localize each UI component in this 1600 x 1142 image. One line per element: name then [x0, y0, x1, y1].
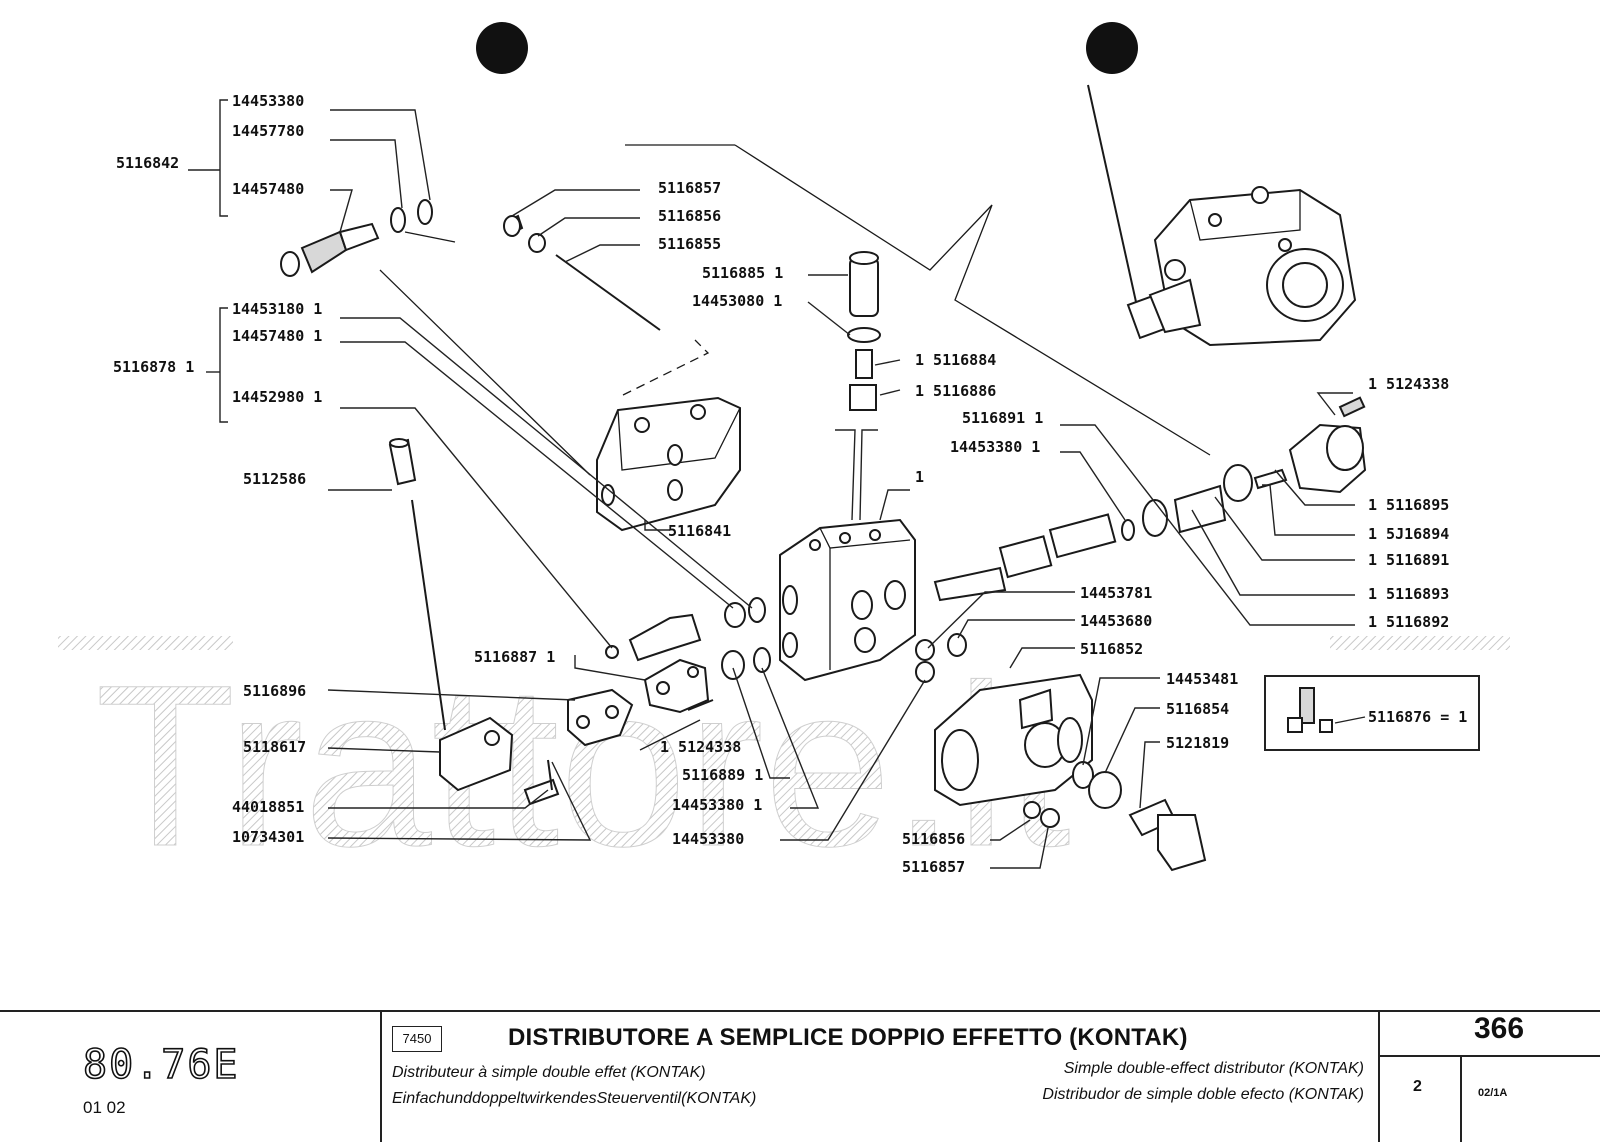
label-14453481: 14453481	[1166, 670, 1238, 688]
label-5116896: 5116896	[243, 682, 306, 700]
label-5121819: 5121819	[1166, 734, 1229, 752]
bracket-5116842	[219, 99, 228, 217]
revision-code: 02/1A	[1478, 1087, 1508, 1099]
label-5116856: 5116856	[658, 207, 721, 225]
label-5112586: 5112586	[243, 470, 306, 488]
model-version: 01 02	[83, 1098, 126, 1117]
page-number: 366	[1474, 1012, 1525, 1045]
label-14457480-1: 14457480 1	[232, 327, 322, 345]
label-5116894: 1 5J16894	[1368, 525, 1449, 543]
label-5116841: 5116841	[668, 522, 731, 540]
label-14453781: 14453781	[1080, 584, 1152, 602]
label-14453380-1: 14453380 1	[950, 438, 1040, 456]
leader-lines	[327, 109, 1355, 869]
bracket-5116878	[219, 307, 228, 423]
label-5116893: 1 5116893	[1368, 585, 1449, 603]
label-14452980: 14452980 1	[232, 388, 322, 406]
label-5124338: 1 5124338	[1368, 375, 1449, 393]
label-5116856-bottom: 5116856	[902, 830, 965, 848]
label-5116854: 5116854	[1166, 700, 1229, 718]
label-body-1: 1	[915, 468, 924, 486]
label-5116885: 5116885 1	[702, 264, 783, 282]
binder-hole-left	[476, 22, 528, 74]
label-5118617: 5118617	[243, 738, 306, 756]
assembled-distributor-view	[1087, 84, 1357, 347]
label-14457480: 14457480	[232, 180, 304, 198]
label-14453080: 14453080 1	[692, 292, 782, 310]
label-5116857: 5116857	[658, 179, 721, 197]
fitting-14457480	[280, 199, 433, 277]
title-block	[0, 1010, 1600, 1142]
label-5116852: 5116852	[1080, 640, 1143, 658]
cap-5116895	[1288, 396, 1367, 494]
label-5116891: 5116891 1	[962, 409, 1043, 427]
binder-hole-right	[1086, 22, 1138, 74]
label-5116857-bottom: 5116857	[902, 858, 965, 876]
part-labels: 14453380 14457780 5116842 14457480 14453…	[113, 92, 1467, 876]
label-5116891-right: 1 5116891	[1368, 551, 1449, 569]
page-title: DISTRIBUTORE A SEMPLICE DOPPIO EFFETTO (…	[508, 1024, 1188, 1051]
lever-parts	[388, 438, 560, 806]
spool	[933, 464, 1288, 602]
label-5116855: 5116855	[658, 235, 721, 253]
cover-5116852	[934, 673, 1093, 828]
plate-5116841	[596, 396, 741, 532]
watermark: Trattore.it	[58, 636, 1510, 895]
label-5116878: 5116878 1	[113, 358, 194, 376]
label-5116895: 1 5116895	[1368, 496, 1449, 514]
title-english: Simple double-effect distributor (KONTAK…	[1063, 1060, 1364, 1077]
title-french: Distributeur à simple double effet (KONT…	[392, 1064, 706, 1081]
watermark-text: Trattore.it	[95, 637, 1071, 894]
exploded-parts-diagram: Trattore.it	[58, 22, 1510, 895]
label-10734301: 10734301	[232, 828, 304, 846]
stud-5116855	[503, 214, 661, 331]
sheet-number: 2	[1413, 1078, 1422, 1095]
label-5116889: 5116889 1	[682, 766, 763, 784]
label-14457780: 14457780	[232, 122, 304, 140]
label-5116884: 1 5116884	[915, 351, 996, 369]
label-14453380-low: 14453380 1	[672, 796, 762, 814]
title-spanish: Distribudor de simple doble efecto (KONT…	[1042, 1086, 1364, 1103]
kit-inset-box	[1264, 675, 1480, 751]
washer-5116854	[1088, 771, 1122, 809]
label-5116886: 1 5116886	[915, 382, 996, 400]
label-5116892: 1 5116892	[1368, 613, 1449, 631]
distributor-body	[779, 518, 916, 682]
label-14453680: 14453680	[1080, 612, 1152, 630]
plug-5121819	[1128, 798, 1207, 872]
valve-5116885	[847, 251, 881, 411]
label-14453180: 14453180 1	[232, 300, 322, 318]
link-5116896	[567, 688, 634, 747]
label-5116842: 5116842	[116, 154, 179, 172]
label-44018851: 44018851	[232, 798, 304, 816]
label-5124338-bottom: 1 5124338	[660, 738, 741, 756]
clevis-5116887	[643, 658, 714, 714]
label-5116887: 5116887 1	[474, 648, 555, 666]
label-14453380-lowest: 14453380	[672, 830, 744, 848]
model-code: 80.76E	[82, 1041, 240, 1089]
title-german: EinfachunddoppeltwirkendesSteuerventil(K…	[392, 1090, 757, 1107]
orings-center	[915, 633, 967, 683]
fitting-14457480-lower	[605, 597, 771, 680]
group-code: 7450	[392, 1026, 442, 1052]
label-5116876: 5116876 = 1	[1368, 708, 1467, 726]
label-14453380: 14453380	[232, 92, 304, 110]
